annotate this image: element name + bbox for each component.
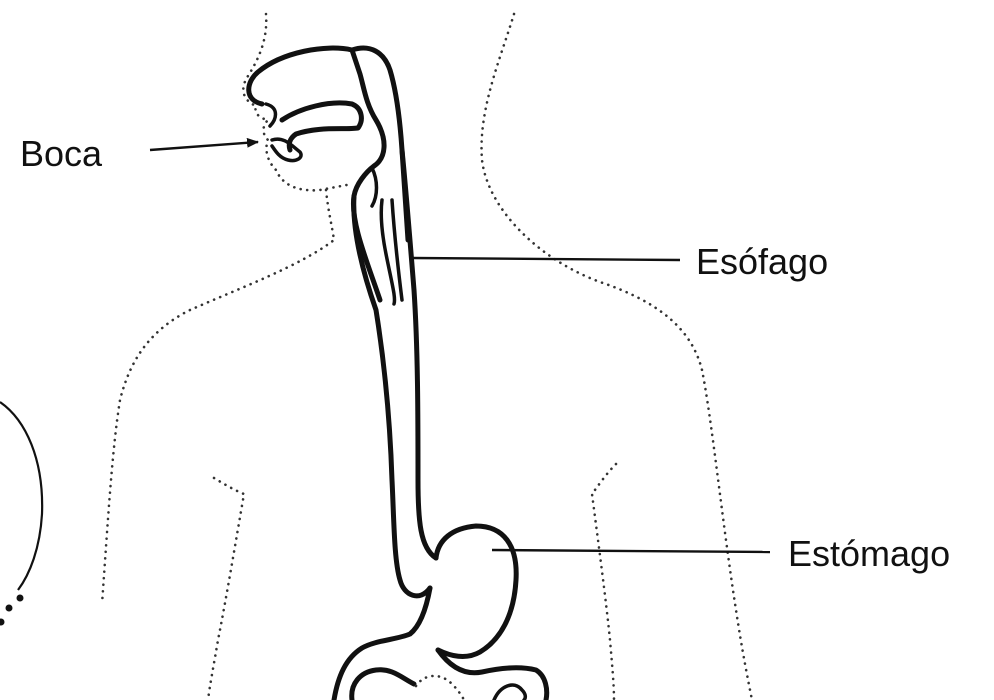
left-arm-outline bbox=[208, 478, 244, 700]
tongue-outline bbox=[282, 103, 361, 150]
mouth-arrow bbox=[150, 142, 258, 150]
partial-circle-arc bbox=[0, 402, 42, 590]
stomach-leader bbox=[492, 550, 770, 552]
esophagus-leader bbox=[412, 258, 680, 260]
neck-front-outline bbox=[102, 190, 334, 604]
upper-lip bbox=[266, 104, 276, 126]
label-mouth: Boca bbox=[20, 133, 103, 174]
dot-3 bbox=[0, 619, 5, 626]
esophagus-right-wall bbox=[402, 150, 436, 558]
leader-lines bbox=[150, 142, 770, 552]
dot-1 bbox=[17, 595, 24, 602]
esophagus bbox=[354, 150, 436, 596]
label-stomach: Estómago bbox=[788, 533, 950, 574]
stomach bbox=[334, 526, 547, 700]
label-esophagus: Esófago bbox=[696, 241, 828, 282]
partial-circle-decoration bbox=[0, 402, 42, 626]
intestine-outline-left bbox=[352, 670, 414, 700]
stomach-outline bbox=[436, 526, 516, 656]
intestine-loop bbox=[494, 685, 525, 700]
dot-2 bbox=[6, 605, 13, 612]
right-arm-outline bbox=[592, 464, 616, 700]
back-neck-shoulder-outline bbox=[482, 14, 752, 700]
intestine-dotted-detail bbox=[416, 676, 464, 700]
lower-lip bbox=[272, 139, 301, 160]
oral-cavity bbox=[249, 48, 408, 300]
epiglottis bbox=[372, 168, 377, 206]
